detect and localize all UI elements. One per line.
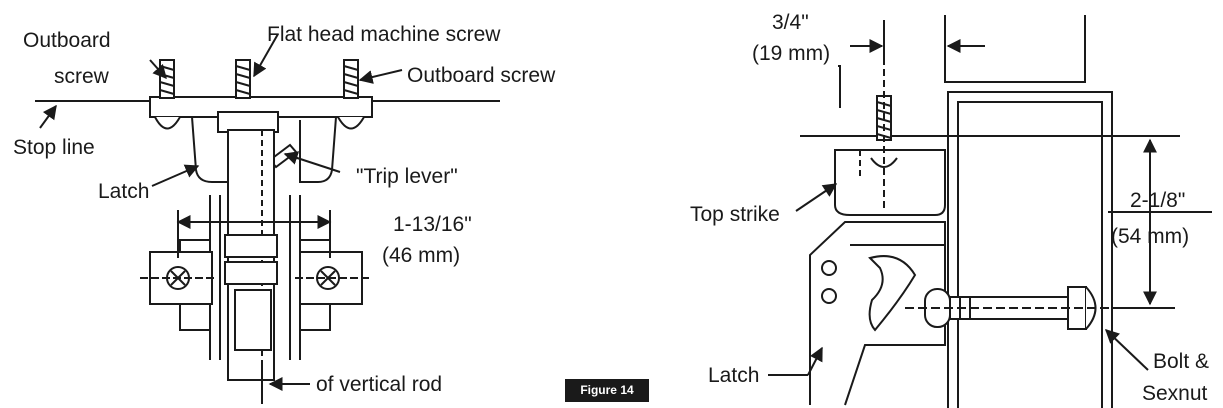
label-bolt: Bolt & — [1153, 350, 1209, 373]
jamb-channel — [947, 91, 1113, 408]
right-labels: 3/4" (19 mm) Top strike 2-1/8" (54 mm) L… — [690, 11, 1209, 405]
label-dimension-46: 1-13/16" — [393, 213, 472, 236]
right-bracket — [295, 251, 370, 305]
flat-head-screw-graphic — [235, 59, 251, 99]
right-strike-drawing — [768, 15, 1212, 408]
label-2-1-8-inch: 2-1/8" — [1130, 189, 1185, 212]
top-strike-graphic — [834, 149, 946, 216]
label-top-strike: Top strike — [690, 203, 780, 226]
outboard-screw-right-graphic — [337, 59, 365, 130]
label-latch-left: Latch — [98, 180, 149, 203]
label-outboard-screw-right: Outboard screw — [407, 64, 556, 87]
label-latch-right: Latch — [708, 364, 759, 387]
label-19-mm: (19 mm) — [752, 42, 830, 65]
figure-label: Figure 14 — [565, 379, 649, 402]
label-outboard-screw-left-1: Outboard — [23, 29, 111, 52]
label-54-mm: (54 mm) — [1111, 225, 1189, 248]
label-3-4-inch: 3/4" — [772, 11, 809, 34]
label-flat-head-machine-screw: Flat head machine screw — [267, 23, 501, 46]
left-labels: Outboard screw Flat head machine screw O… — [13, 23, 556, 396]
label-stop-line: Stop line — [13, 136, 95, 159]
left-latch-drawing — [35, 33, 500, 404]
label-trip-lever: "Trip lever" — [356, 165, 458, 188]
left-bracket — [140, 251, 215, 305]
label-outboard-screw-left-2: screw — [54, 65, 110, 88]
label-vertical-rod: of vertical rod — [316, 373, 442, 396]
bolt-graphic — [905, 286, 1110, 330]
door-frame — [944, 15, 1086, 83]
label-sexnut: Sexnut — [1142, 382, 1208, 405]
label-dimension-46-mm: (46 mm) — [382, 244, 460, 267]
right-latch-body — [809, 221, 946, 406]
